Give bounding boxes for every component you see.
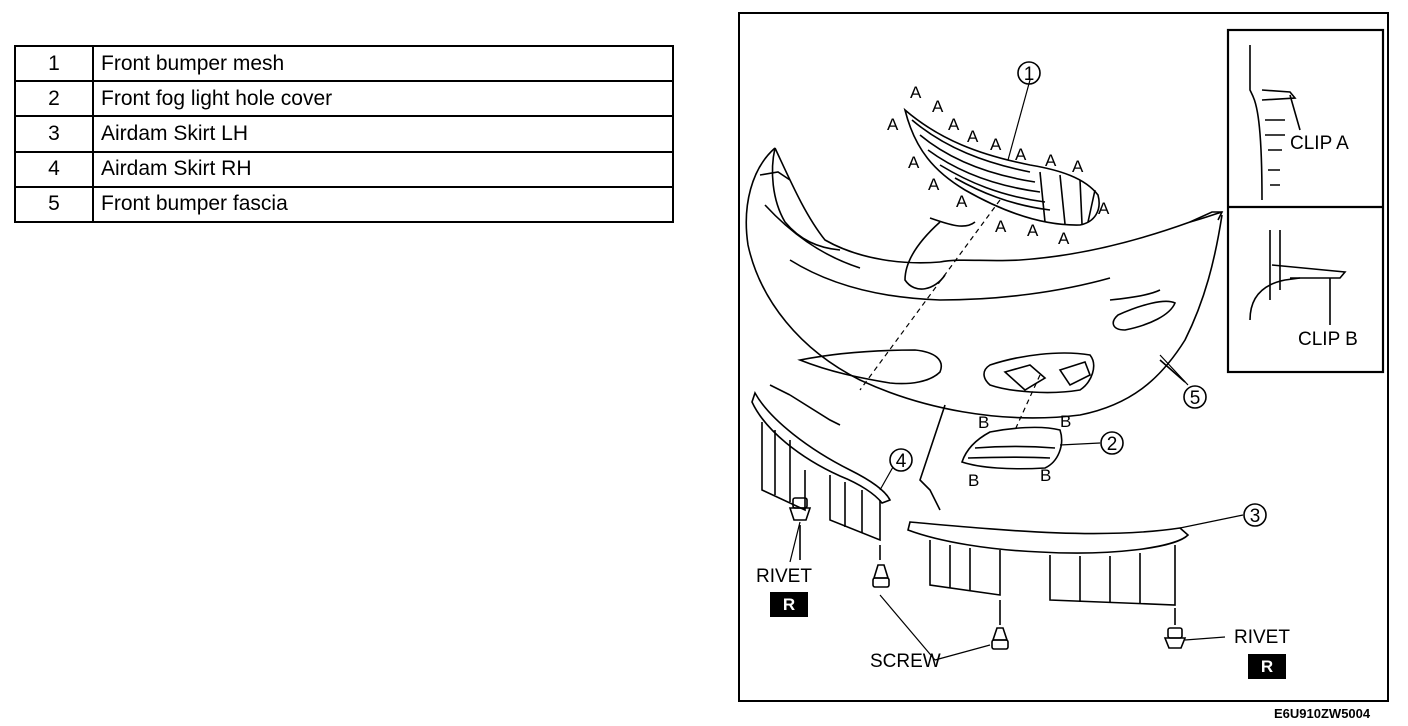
reuse-badge-rh: R [770, 592, 808, 617]
rivet-label-lh: RIVET [1234, 627, 1290, 648]
clip-a-marker: A [932, 97, 944, 116]
drawing-code: E6U910ZW5004 [1274, 706, 1371, 721]
part-name: Front bumper mesh [92, 44, 674, 83]
screw-lh-icon [991, 627, 1009, 650]
clip-b-markers: B B B B [968, 412, 1071, 490]
table-row: 5 Front bumper fascia [14, 185, 674, 224]
clip-a-marker: A [887, 115, 899, 134]
front-bumper-mesh-drawing [903, 107, 1100, 226]
airdam-skirt-rh-drawing [751, 384, 892, 560]
clip-a-marker: A [1045, 151, 1057, 170]
svg-text:R: R [783, 595, 795, 614]
part-name: Front bumper fascia [92, 185, 674, 224]
callout-2: 2 [1100, 431, 1124, 455]
clip-b-marker: B [968, 471, 979, 490]
clip-a-marker: A [910, 83, 922, 102]
part-number: 2 [14, 80, 94, 118]
clip-a-marker: A [948, 115, 960, 134]
part-name: Front fog light hole cover [92, 80, 674, 118]
svg-text:3: 3 [1250, 506, 1261, 527]
diagram-frame [738, 12, 1389, 702]
clip-a-marker: A [908, 153, 920, 172]
clip-a-marker: A [990, 135, 1002, 154]
clip-a-marker: A [995, 217, 1007, 236]
clip-a-marker: A [1058, 229, 1070, 248]
clip-b-marker: B [1040, 466, 1051, 485]
clip-a-marker: A [1027, 221, 1039, 240]
part-number: 3 [14, 115, 94, 153]
table-row: 2 Front fog light hole cover [14, 80, 674, 118]
fog-light-hole-cover-drawing [960, 426, 1063, 470]
rivet-rh-icon [788, 497, 812, 521]
callout-4: 4 [889, 448, 913, 472]
part-number: 5 [14, 185, 94, 224]
svg-text:5: 5 [1190, 388, 1201, 409]
alignment-dashed-lines [859, 199, 1041, 431]
clip-b-marker: B [1060, 412, 1071, 431]
rivet-label-rh: RIVET [756, 566, 812, 587]
part-number: 4 [14, 150, 94, 188]
reuse-badge-lh: R [1248, 654, 1286, 679]
clip-b-marker: B [978, 413, 989, 432]
clip-a-marker: A [1098, 199, 1110, 218]
clip-a-label: CLIP A [1290, 133, 1349, 154]
screw-rh-icon [872, 564, 890, 588]
front-bumper-fascia-drawing [745, 147, 1224, 419]
clip-b-label: CLIP B [1298, 329, 1358, 350]
airdam-skirt-lh-drawing [907, 404, 1190, 625]
table-row: 4 Airdam Skirt RH [14, 150, 674, 188]
callout-1: 1 [1017, 61, 1041, 85]
leader-lines [789, 79, 1244, 661]
clip-detail-boxes [1226, 28, 1385, 374]
clip-a-marker: A [967, 127, 979, 146]
svg-text:2: 2 [1107, 434, 1118, 455]
clip-a-marker: A [928, 175, 940, 194]
clip-a-marker: A [1072, 157, 1084, 176]
svg-text:R: R [1261, 657, 1273, 676]
clip-a-marker: A [956, 192, 968, 211]
clip-a-markers: A A A A A A A A A A A A A A A A [887, 83, 1110, 248]
table-row: 3 Airdam Skirt LH [14, 115, 674, 153]
svg-text:1: 1 [1024, 64, 1035, 85]
clip-a-marker: A [1015, 145, 1027, 164]
callout-3: 3 [1243, 503, 1267, 527]
table-row: 1 Front bumper mesh [14, 44, 674, 83]
svg-text:4: 4 [896, 451, 907, 472]
part-name: Airdam Skirt LH [92, 115, 674, 153]
part-number: 1 [14, 44, 94, 83]
rivet-lh-icon [1163, 627, 1187, 649]
part-name: Airdam Skirt RH [92, 150, 674, 188]
screw-label: SCREW [870, 651, 941, 672]
callout-5: 5 [1183, 385, 1207, 409]
parts-table: 1 Front bumper mesh 2 Front fog light ho… [14, 44, 674, 224]
